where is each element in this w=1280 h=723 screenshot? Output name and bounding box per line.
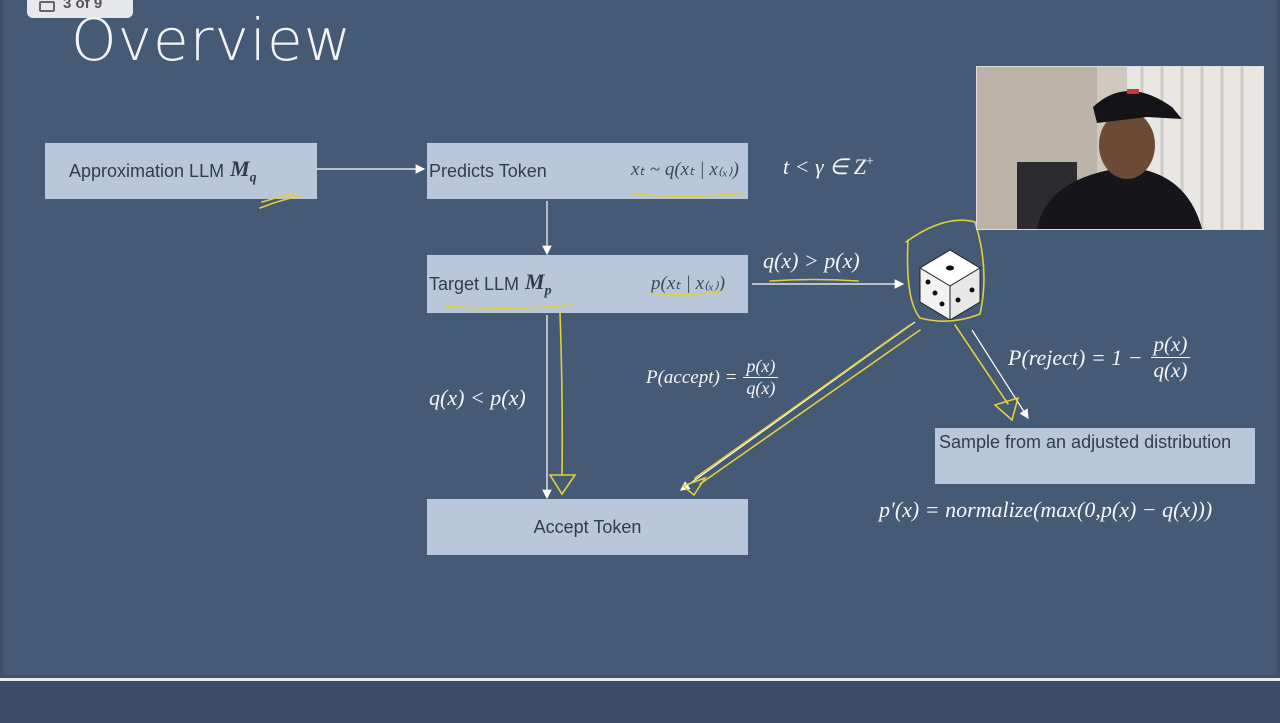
accept-token-box: Accept Token <box>427 499 748 555</box>
accept-token-label: Accept Token <box>533 516 642 537</box>
arrow-dice-to-sample <box>971 329 1029 420</box>
approximation-llm-label: Approximation LLM <box>69 160 225 181</box>
page-indicator[interactable]: 3 of 9 <box>27 0 133 18</box>
bottom-bar <box>0 678 1280 723</box>
predicts-token-formula: xₜ ~ q(xₜ | x₍ₓ₎) <box>631 159 739 180</box>
dice-icon <box>919 249 981 321</box>
sample-label: Sample from an adjusted distribution <box>939 432 1232 452</box>
predicts-token-box: Predicts Token <box>427 143 748 199</box>
slides-icon <box>39 1 55 12</box>
page-indicator-label: 3 of 9 <box>63 0 103 12</box>
t-gamma-formula: t < γ ∈ Z+ <box>783 154 874 179</box>
sample-box: Sample from an adjusted distribution <box>935 428 1255 484</box>
approximation-model-symbol: Mq <box>230 155 257 186</box>
webcam-image <box>977 67 1263 229</box>
adjusted-distribution-formula: p′(x) = normalize(max(0,p(x) − q(x))) <box>879 497 1213 522</box>
target-model-symbol: Mp <box>525 268 552 299</box>
webcam-video <box>976 66 1264 230</box>
target-llm-formula: p(xₜ | x₍ₓ₎) <box>651 273 726 294</box>
approximation-llm-box: Approximation LLM Mq <box>45 143 317 199</box>
slide-title: Overview <box>71 6 353 74</box>
predicts-token-label: Predicts Token <box>429 160 547 181</box>
target-llm-label: Target LLM <box>429 273 520 294</box>
q-less-p-formula: q(x) < p(x) <box>429 385 526 410</box>
p-reject-formula: P(reject) = 1 − p(x) q(x) <box>1008 332 1191 383</box>
p-accept-formula: P(accept) = p(x) q(x) <box>646 356 779 399</box>
yellow-annotations <box>259 192 1020 497</box>
target-llm-box: Target LLM Mp <box>427 255 748 313</box>
q-greater-p-formula: q(x) > p(x) <box>763 248 860 273</box>
